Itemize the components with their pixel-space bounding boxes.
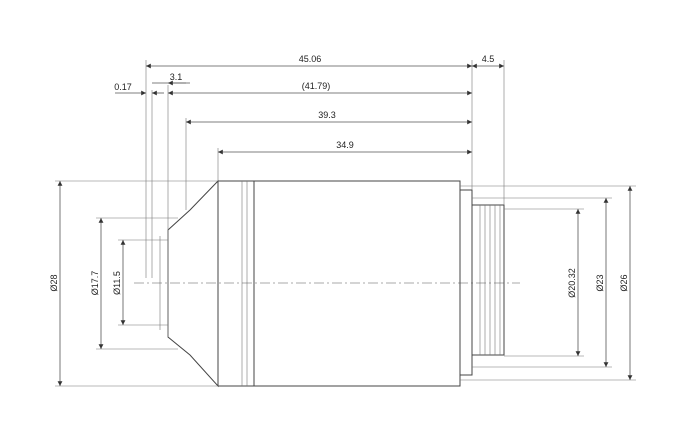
dim-working-length: (41.79) xyxy=(302,81,331,91)
dim-dia-26: Ø26 xyxy=(619,274,629,291)
dim-dia-28: Ø28 xyxy=(49,274,59,291)
dim-length-39: 39.3 xyxy=(318,110,336,120)
lens-main-barrel xyxy=(253,180,461,387)
dim-overall-length: 45.06 xyxy=(299,54,322,64)
lens-rear-step xyxy=(459,189,473,376)
dim-length-34: 34.9 xyxy=(336,140,354,150)
dim-cover-glass: 0.17 xyxy=(114,82,132,92)
dim-front-offset: 3.1 xyxy=(170,72,183,82)
lens-body xyxy=(159,179,505,388)
lens-nose-cone xyxy=(167,179,219,388)
dim-dia-23: Ø23 xyxy=(595,274,605,291)
extension-lines xyxy=(55,60,636,387)
horizontal-dimensions: 45.06 4.5 3.1 0.17 (41.79) 39.3 34.9 xyxy=(114,54,504,155)
dim-dia-20: Ø20.32 xyxy=(567,268,577,298)
diameter-dimensions: Ø28 Ø17.7 Ø11.5 Ø20.32 Ø23 Ø26 xyxy=(49,181,633,386)
dim-rear-length: 4.5 xyxy=(482,54,495,64)
dim-dia-11: Ø11.5 xyxy=(112,271,122,295)
lens-front-collar xyxy=(217,180,255,387)
lens-thread xyxy=(471,204,505,356)
dim-dia-17: Ø17.7 xyxy=(90,271,100,296)
